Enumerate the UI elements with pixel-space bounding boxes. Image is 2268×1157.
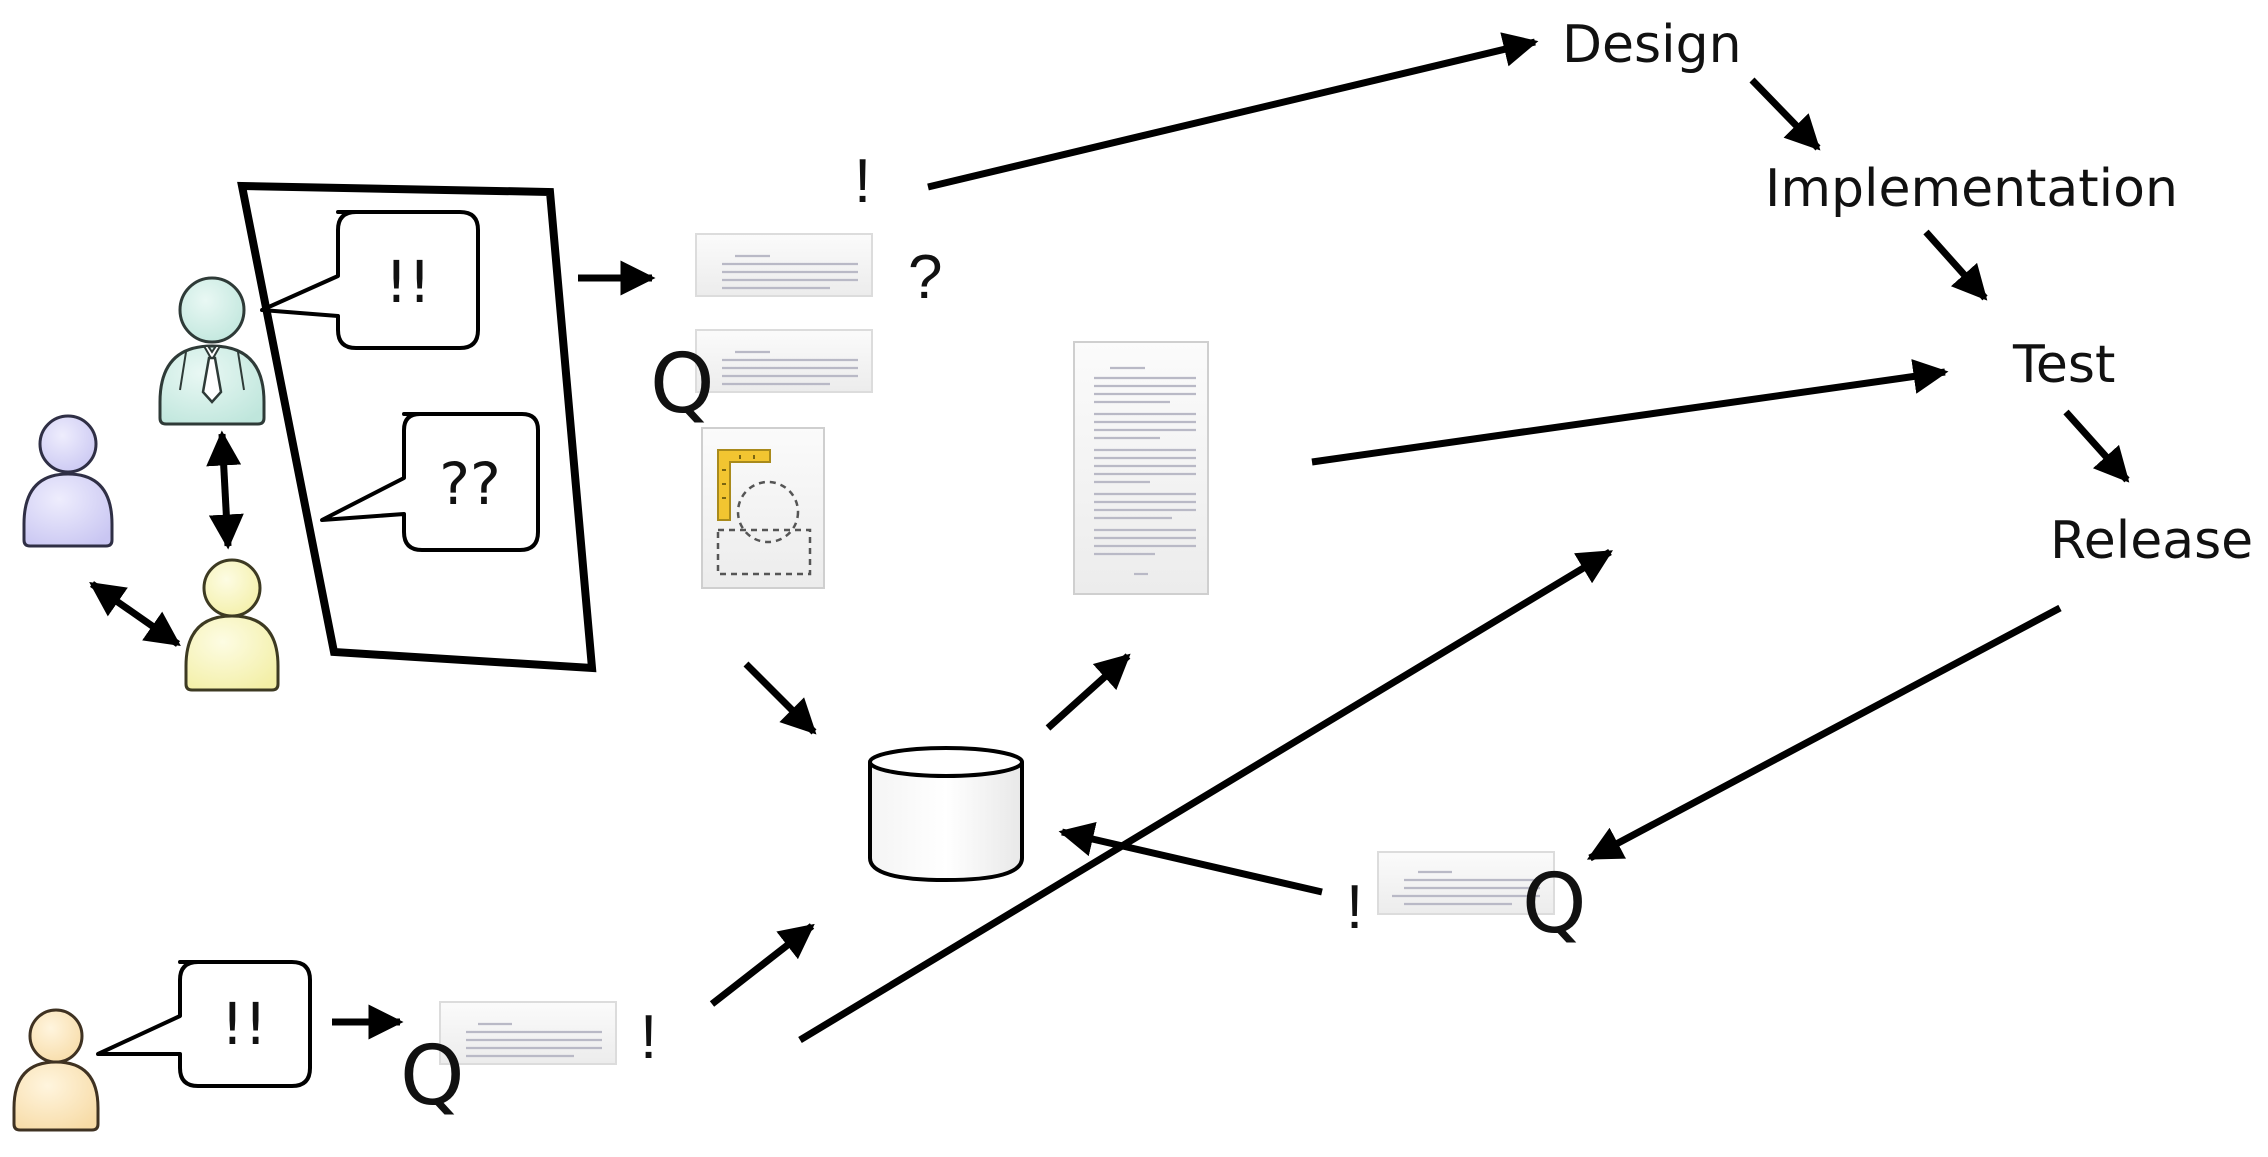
- speech-bubble-top-text: !!: [385, 248, 432, 316]
- release-report-document-icon: [1377, 851, 1555, 915]
- speech-bubble-bottom: !!: [96, 960, 312, 1088]
- arrow-spec-to-test: [1311, 359, 1949, 466]
- arrow-database-to-spec: [1045, 653, 1131, 731]
- design-drawing-icon: [701, 427, 825, 589]
- arrow-docs-to-database: [743, 661, 817, 735]
- speech-bubble-middle-text: ??: [439, 450, 501, 518]
- speech-bubble-middle: ??: [320, 412, 540, 552]
- arrow-manager-yellow: [206, 430, 244, 550]
- stage-design: Design: [1562, 15, 1742, 75]
- stage-implementation: Implementation: [1765, 159, 2178, 219]
- stage-release: Release: [2050, 511, 2253, 571]
- question-top: ?: [908, 243, 942, 312]
- exclaim-top: !: [854, 147, 871, 216]
- person-purple-icon: [22, 414, 114, 548]
- arrow-release-to-report: [1586, 604, 2062, 862]
- arrows: [89, 32, 2130, 1043]
- specification-document-icon: [1073, 341, 1209, 595]
- speech-bubble-top: !!: [260, 210, 480, 350]
- arrow-bottom-to-spec: [798, 549, 1613, 1043]
- arrow-to-design: [927, 32, 1539, 191]
- arrow-purple-yellow: [89, 581, 181, 647]
- speech-bubble-bottom-text: !!: [221, 990, 268, 1058]
- arrow-implementation-to-test: [1923, 229, 1988, 301]
- stage-test: Test: [2012, 335, 2115, 395]
- exclaim-release: !: [1346, 873, 1363, 942]
- arrow-bottom-to-database: [709, 923, 815, 1007]
- arrow-test-to-release: [2063, 409, 2130, 483]
- person-yellow-icon: [184, 558, 280, 692]
- q-bottom: Q: [400, 1029, 465, 1124]
- document-bottom-icon: [439, 1001, 617, 1065]
- arrow-report-to-database: [1058, 822, 1323, 896]
- document-second-icon: [695, 329, 873, 393]
- q-release: Q: [1522, 857, 1587, 952]
- q-top: Q: [650, 337, 715, 432]
- exclaim-bottom: !: [640, 1003, 657, 1072]
- arrow-design-to-implementation: [1749, 77, 1821, 151]
- person-orange-icon: [12, 1008, 100, 1132]
- database-icon: [868, 746, 1024, 883]
- document-top-icon: [695, 233, 873, 297]
- person-manager-icon: [158, 276, 266, 426]
